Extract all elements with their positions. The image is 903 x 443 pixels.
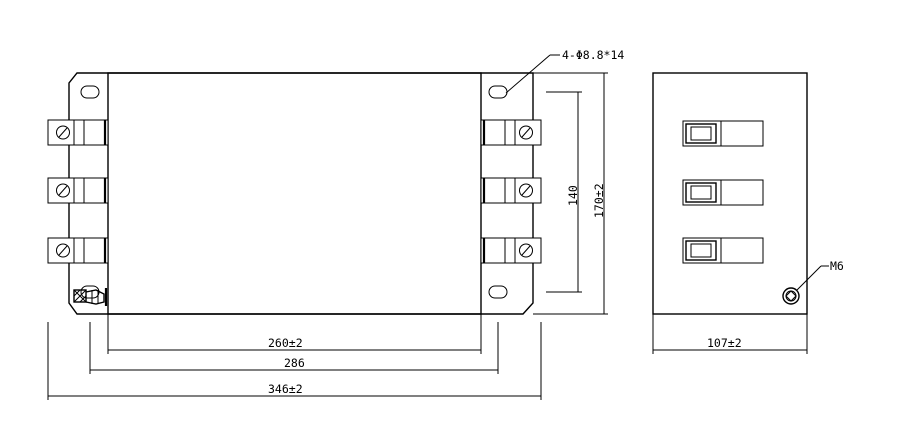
terminal-right-2 — [480, 177, 542, 204]
horizontal-dimensions: 260±2 286 346±2 — [47, 314, 542, 400]
terminal-left-3 — [47, 237, 109, 264]
mounting-plate — [68, 72, 534, 315]
side-view: M6 107±2 — [652, 72, 844, 354]
vertical-dimensions: 140 170±2 — [533, 72, 608, 315]
terminal-screw-icon — [519, 125, 533, 140]
dimension-286-label: 286 — [284, 356, 305, 370]
dimension-140-label: 140 — [566, 185, 580, 206]
side-terminal-3 — [682, 237, 764, 264]
terminal-left-2 — [47, 177, 109, 204]
dimension-107-label: 107±2 — [707, 336, 742, 350]
terminal-screw-icon — [56, 125, 70, 140]
ground-stud-icon — [73, 288, 108, 306]
dimension-260-label: 260±2 — [268, 336, 303, 350]
front-view: 4-Φ8.8*14 — [47, 48, 624, 315]
mounting-hole-top-left — [80, 85, 100, 99]
terminal-screw-icon — [56, 243, 70, 258]
mounting-hole-top-right — [488, 85, 508, 99]
dimension-346-label: 346±2 — [268, 382, 303, 396]
terminal-screw-icon — [519, 243, 533, 258]
hole-spec-label: 4-Φ8.8*14 — [562, 48, 624, 62]
side-terminal-1 — [682, 120, 764, 147]
terminal-screw-icon — [56, 183, 70, 198]
dimension-170-label: 170±2 — [592, 183, 606, 218]
terminal-left-1 — [47, 119, 109, 146]
side-body — [652, 72, 808, 315]
ground-screw-icon — [782, 287, 800, 305]
m6-label: M6 — [830, 259, 844, 273]
enclosure-body — [107, 72, 482, 315]
terminal-right-1 — [480, 119, 542, 146]
mounting-hole-bottom-right — [488, 285, 508, 299]
terminal-right-3 — [480, 237, 542, 264]
terminal-screw-icon — [519, 183, 533, 198]
side-terminal-2 — [682, 179, 764, 206]
